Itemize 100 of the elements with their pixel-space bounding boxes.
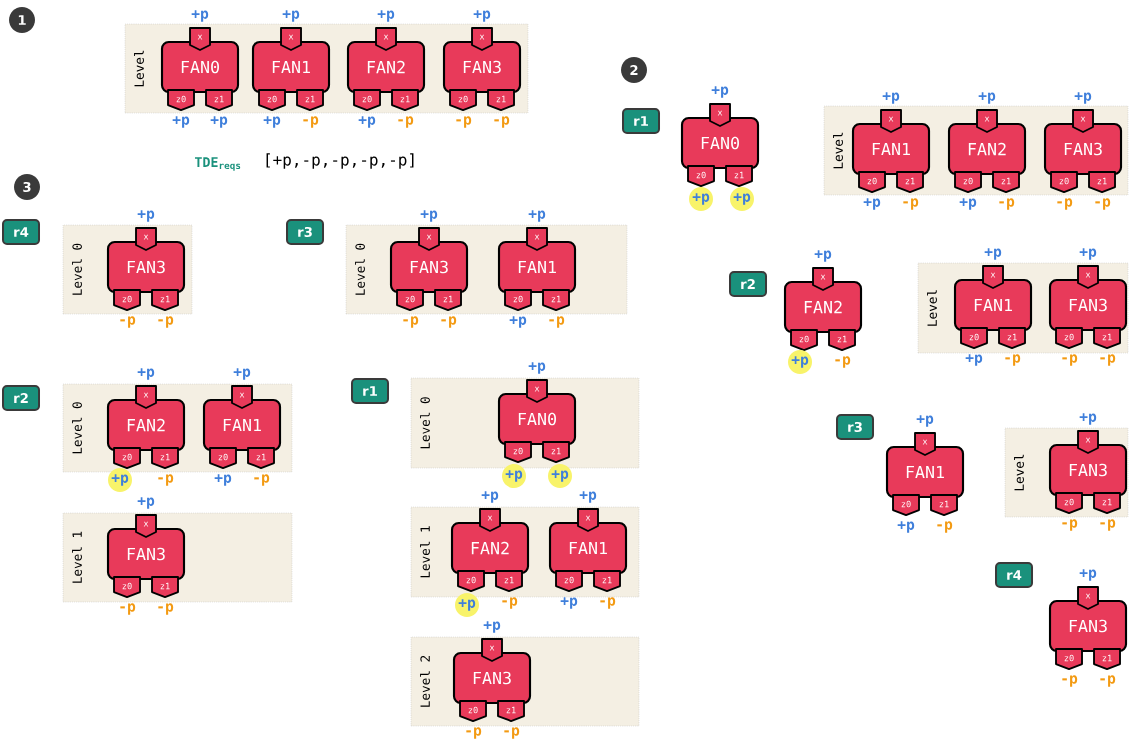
highlighted-port-label: +p (689, 187, 713, 211)
port-tab: z0 (113, 447, 141, 469)
port-label: -p (1062, 675, 1078, 687)
port-label: -p (1095, 198, 1111, 210)
fan-block: x FAN0 z0 z1 (160, 27, 240, 111)
port-label: -p (502, 597, 518, 609)
round-badge: r2 (729, 271, 767, 297)
port-label: +p (814, 250, 832, 262)
fan-block: x FAN0 z0 z1 (680, 103, 760, 187)
port-tab: z0 (449, 89, 477, 111)
round-badge: r3 (836, 414, 874, 440)
port-tab: x (135, 385, 157, 409)
port-label: -p (120, 316, 136, 328)
port-tab: x (1077, 265, 1099, 289)
port-tab: z0 (113, 576, 141, 598)
port-tab: x (479, 508, 501, 532)
port-tab: z0 (258, 89, 286, 111)
port-label: -p (158, 316, 174, 328)
port-label: -p (303, 116, 319, 128)
port-label: +p (528, 362, 546, 374)
port-label: -p (903, 198, 919, 210)
fan-block: x FAN3 z0 z1 (1048, 430, 1128, 514)
port-tab: z0 (459, 700, 487, 722)
port-tab: z0 (209, 447, 237, 469)
fan-block: x FAN2 z0 z1 (947, 109, 1027, 193)
fan-block: x FAN1 z0 z1 (548, 508, 628, 592)
port-label: -p (466, 727, 482, 739)
port-label: +p (560, 597, 578, 609)
fan-block: x FAN3 z0 z1 (389, 227, 469, 311)
port-label: -p (120, 603, 136, 615)
port-tab: x (1077, 586, 1099, 610)
port-tab: z0 (858, 171, 886, 193)
port-tab: z1 (151, 447, 179, 469)
port-label: -p (158, 603, 174, 615)
port-tab: z1 (151, 289, 179, 311)
port-label: -p (158, 474, 174, 486)
port-tab: z0 (396, 289, 424, 311)
port-label: -p (403, 316, 419, 328)
requirement-list: [+p,-p,-p,-p,-p] (266, 153, 414, 169)
port-tab: z0 (353, 89, 381, 111)
port-tab: z0 (555, 570, 583, 592)
port-tab: z0 (504, 441, 532, 463)
port-label: -p (254, 474, 270, 486)
fan-block: x FAN1 z0 z1 (251, 27, 331, 111)
port-label: +p (1079, 413, 1097, 425)
fan-block: x FAN1 z0 z1 (953, 265, 1033, 349)
port-label: +p (137, 210, 155, 222)
port-label: +p (1079, 248, 1097, 260)
port-label: +p (965, 354, 983, 366)
port-label: -p (441, 316, 457, 328)
port-label: -p (1062, 519, 1078, 531)
fan-block: x FAN1 z0 z1 (497, 227, 577, 311)
fan-block: x FAN3 z0 z1 (1048, 265, 1128, 349)
port-label: -p (600, 597, 616, 609)
port-tab: x (1077, 430, 1099, 454)
step-number: 2 (621, 57, 647, 83)
round-badge: r4 (995, 562, 1033, 588)
port-tab: x (471, 27, 493, 51)
fan-block: x FAN2 z0 z1 (783, 267, 863, 351)
port-label: +p (473, 10, 491, 22)
port-tab: x (280, 27, 302, 51)
port-tab: x (135, 514, 157, 538)
port-tab: x (418, 227, 440, 251)
port-label: +p (358, 116, 376, 128)
step-number: 1 (9, 7, 35, 33)
port-label: -p (1005, 354, 1021, 366)
port-label: -p (937, 521, 953, 533)
port-tab: x (189, 27, 211, 51)
fan-block: x FAN0 z0 z1 (497, 379, 577, 463)
port-label: +p (233, 368, 251, 380)
port-label: +p (1074, 92, 1092, 104)
port-label: +p (263, 116, 281, 128)
port-tab: z1 (992, 171, 1020, 193)
port-tab: z1 (593, 570, 621, 592)
port-tab: x (481, 638, 503, 662)
port-tab: z0 (457, 570, 485, 592)
port-tab: z1 (725, 165, 753, 187)
highlighted-port-label: +p (788, 350, 812, 374)
port-tab: z0 (1055, 327, 1083, 349)
port-label: -p (1100, 675, 1116, 687)
port-tab: z1 (1093, 648, 1121, 670)
port-label: +p (210, 116, 228, 128)
port-label: -p (1062, 354, 1078, 366)
fan-block: x FAN1 z0 z1 (885, 432, 965, 516)
port-label: +p (882, 92, 900, 104)
port-tab: z1 (1093, 492, 1121, 514)
fan-block: x FAN3 z0 z1 (442, 27, 522, 111)
port-tab: z1 (998, 327, 1026, 349)
round-badge: r1 (351, 378, 389, 404)
port-tab: x (880, 109, 902, 133)
port-label: +p (483, 621, 501, 633)
port-label: -p (1100, 519, 1116, 531)
round-badge: r4 (2, 219, 40, 245)
highlighted-port-label: +p (455, 593, 479, 617)
fan-block: x FAN1 z0 z1 (202, 385, 282, 469)
round-badge: r3 (286, 219, 324, 245)
fan-block: x FAN2 z0 z1 (450, 508, 530, 592)
port-tab: x (982, 265, 1004, 289)
port-tab: x (526, 227, 548, 251)
port-label: -p (549, 316, 565, 328)
